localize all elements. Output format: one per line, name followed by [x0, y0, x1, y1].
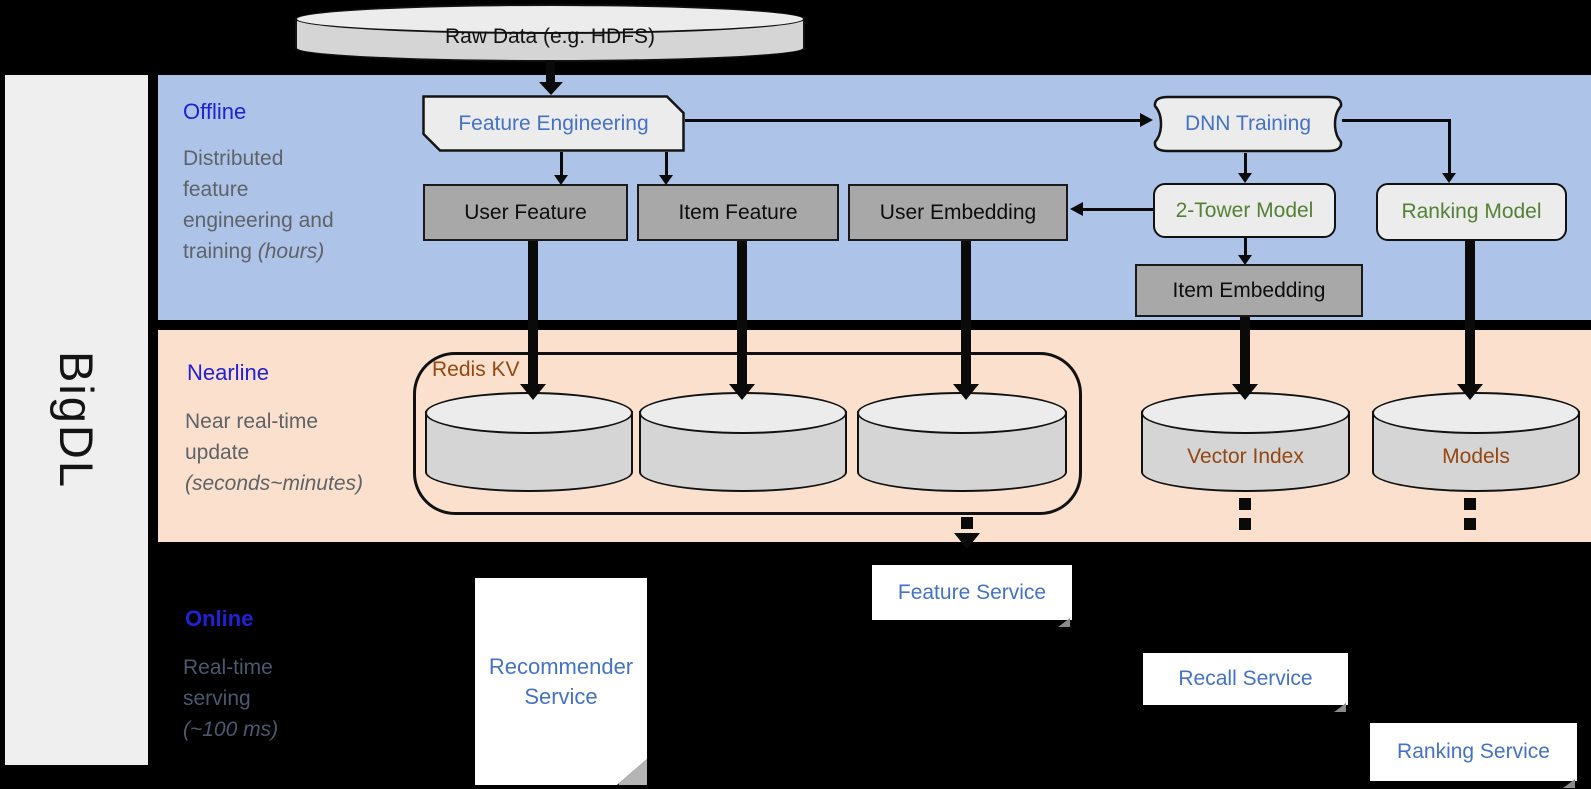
- raw-data-label: Raw Data (e.g. HDFS): [444, 25, 656, 48]
- two-tower-model-node: 2-Tower Model: [1153, 183, 1336, 238]
- arrowhead-fe-to-itemfeature: [659, 175, 673, 185]
- two-tower-model-label: 2-Tower Model: [1175, 198, 1314, 222]
- dnn-training-label: DNN Training: [1184, 112, 1312, 135]
- online-description: Real-time serving (~100 ms): [183, 656, 279, 741]
- user-feature-node: User Feature: [423, 184, 628, 241]
- arrow-dnn-to-rankingmodel-h: [1342, 119, 1451, 122]
- feature-service-fold: [1058, 618, 1070, 627]
- arrow-rankingmodel-to-models: [1465, 241, 1475, 386]
- arrowhead-itemembedding-to-vectorindex: [1232, 384, 1258, 400]
- arrow-dnn-to-twotower: [1244, 153, 1247, 174]
- arrow-fe-to-userfeature: [560, 152, 563, 176]
- arrow-fe-to-dnn: [685, 119, 1140, 122]
- arrow-userfeature-to-redis: [528, 241, 538, 386]
- recommender-service-label: Recommender Service: [488, 653, 634, 709]
- recall-service-node: Recall Service: [1143, 653, 1348, 712]
- arrowhead-fe-to-userfeature: [554, 175, 568, 185]
- arrowhead-itemfeature-to-redis: [729, 384, 755, 400]
- offline-title: Offline: [183, 99, 247, 124]
- feature-service-node: Feature Service: [872, 565, 1072, 627]
- arrowhead-fe-to-dnn: [1140, 113, 1153, 127]
- user-feature-label: User Feature: [464, 200, 587, 224]
- arrow-userembedding-to-redis: [961, 241, 971, 386]
- nearline-title: Nearline: [187, 360, 269, 385]
- recommender-service-node: Recommender Service: [475, 578, 647, 785]
- item-embedding-label: Item Embedding: [1172, 278, 1326, 302]
- bigdl-sidebar: BigDL: [5, 75, 148, 765]
- dashed-redis-to-featureservice: [961, 517, 973, 529]
- arrow-itemembedding-to-vectorindex: [1240, 317, 1250, 386]
- snip-rect-shape: [422, 95, 685, 152]
- redis-cylinder-1: [425, 392, 633, 492]
- models-store: Models: [1372, 392, 1580, 492]
- arrowhead-userfeature-to-redis: [520, 384, 546, 400]
- nearline-description: Near real-time update (seconds~minutes): [185, 410, 363, 495]
- dnn-training-node: DNN Training: [1152, 95, 1344, 153]
- arrowhead-twotower-to-userembedding: [1070, 202, 1083, 216]
- arrow-dnn-to-rankingmodel-v: [1448, 119, 1451, 174]
- redis-cylinder-2: [639, 392, 847, 492]
- item-feature-node: Item Feature: [637, 184, 839, 241]
- arrow-twotower-to-userembedding: [1082, 208, 1153, 211]
- ranking-model-node: Ranking Model: [1376, 183, 1567, 241]
- arrow-fe-to-itemfeature: [665, 152, 668, 176]
- dashed-vectorindex-1: [1239, 498, 1251, 510]
- arrowhead-dnn-to-twotower: [1238, 173, 1252, 183]
- ranking-model-label: Ranking Model: [1401, 200, 1542, 223]
- recall-service-label: Recall Service: [1178, 667, 1313, 690]
- arrowhead-dnn-to-rankingmodel: [1442, 173, 1456, 183]
- dashed-models-2: [1464, 518, 1476, 530]
- arrow-twotower-to-itemembedding: [1244, 238, 1247, 256]
- arrowhead-userembedding-to-redis: [953, 384, 979, 400]
- arrowhead-redis-to-featureservice: [954, 533, 980, 549]
- cylinder-top: [295, 4, 805, 34]
- dashed-vectorindex-2: [1239, 518, 1251, 530]
- plaque-shape: [1153, 95, 1343, 153]
- redis-cylinder-3: [857, 392, 1067, 492]
- ranking-service-fold: [1563, 779, 1575, 788]
- recall-service-fold: [1334, 703, 1346, 712]
- online-title: Online: [185, 606, 254, 631]
- vector-index-store: Vector Index: [1141, 392, 1350, 492]
- feature-service-label: Feature Service: [897, 580, 1047, 604]
- models-label: Models: [1442, 445, 1510, 468]
- feature-engineering-node: Feature Engineering: [422, 95, 685, 152]
- feature-engineering-label: Feature Engineering: [458, 111, 649, 135]
- dashed-models-1: [1464, 498, 1476, 510]
- redis-kv-label: Redis KV: [432, 358, 520, 381]
- arrow-itemfeature-to-redis: [737, 241, 747, 386]
- ranking-service-label: Ranking Service: [1397, 740, 1550, 763]
- ranking-service-node: Ranking Service: [1370, 723, 1577, 788]
- offline-description: Distributed feature engineering and trai…: [183, 147, 334, 263]
- user-embedding-label: User Embedding: [879, 200, 1037, 224]
- redis-kv-container: [413, 352, 1082, 515]
- user-embedding-node: User Embedding: [848, 184, 1068, 241]
- arrow-rawdata-to-fe: [546, 60, 555, 83]
- raw-data-store: Raw Data (e.g. HDFS): [295, 4, 805, 62]
- item-embedding-node: Item Embedding: [1135, 264, 1363, 317]
- vector-index-label: Vector Index: [1187, 445, 1304, 468]
- item-feature-label: Item Feature: [678, 200, 798, 224]
- arrowhead-twotower-to-itemembedding: [1238, 255, 1252, 265]
- arrowhead-rankingmodel-to-models: [1457, 384, 1483, 400]
- arrowhead-rawdata-to-fe: [539, 82, 563, 95]
- bigdl-label: BigDL: [50, 350, 103, 489]
